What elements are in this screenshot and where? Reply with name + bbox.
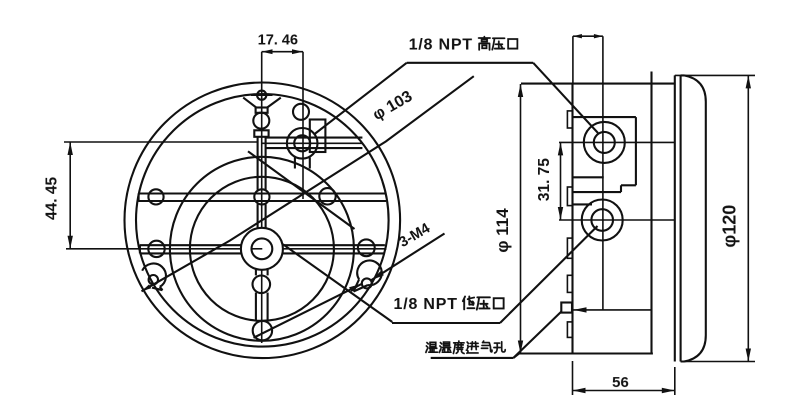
svg-text:56: 56 bbox=[612, 374, 629, 391]
svg-text:17. 46: 17. 46 bbox=[258, 33, 298, 49]
svg-text:44. 45: 44. 45 bbox=[43, 176, 60, 219]
svg-text:φ 114: φ 114 bbox=[493, 208, 512, 253]
svg-text:φ120: φ120 bbox=[719, 205, 739, 248]
svg-text:1/8 NPT: 1/8 NPT bbox=[393, 296, 457, 313]
svg-text:1/8 NPT: 1/8 NPT bbox=[409, 36, 473, 53]
svg-text:31. 75: 31. 75 bbox=[536, 158, 553, 201]
